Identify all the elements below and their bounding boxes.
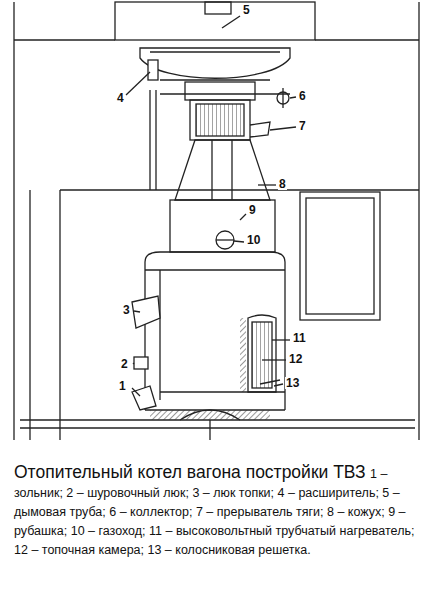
callout-number: 1 bbox=[118, 380, 127, 392]
caption-block: Отопительный котел вагона постройки ТВЗ … bbox=[14, 462, 424, 558]
callout-number: 13 bbox=[285, 377, 300, 389]
callout-number: 8 bbox=[278, 178, 287, 190]
callout-number: 10 bbox=[246, 234, 261, 246]
boiler-drawing bbox=[0, 0, 435, 460]
callout-number: 5 bbox=[242, 4, 251, 16]
callout-number: 12 bbox=[288, 353, 303, 365]
callout-number: 2 bbox=[120, 358, 129, 370]
callout-number: 4 bbox=[116, 92, 125, 104]
callout-number: 9 bbox=[248, 204, 257, 216]
callout-number: 11 bbox=[292, 332, 307, 344]
diagram-title: Отопительный котел вагона постройки ТВЗ bbox=[14, 462, 366, 482]
callout-number: 3 bbox=[122, 304, 131, 316]
callout-number: 6 bbox=[298, 90, 307, 102]
callout-number: 7 bbox=[298, 120, 307, 132]
